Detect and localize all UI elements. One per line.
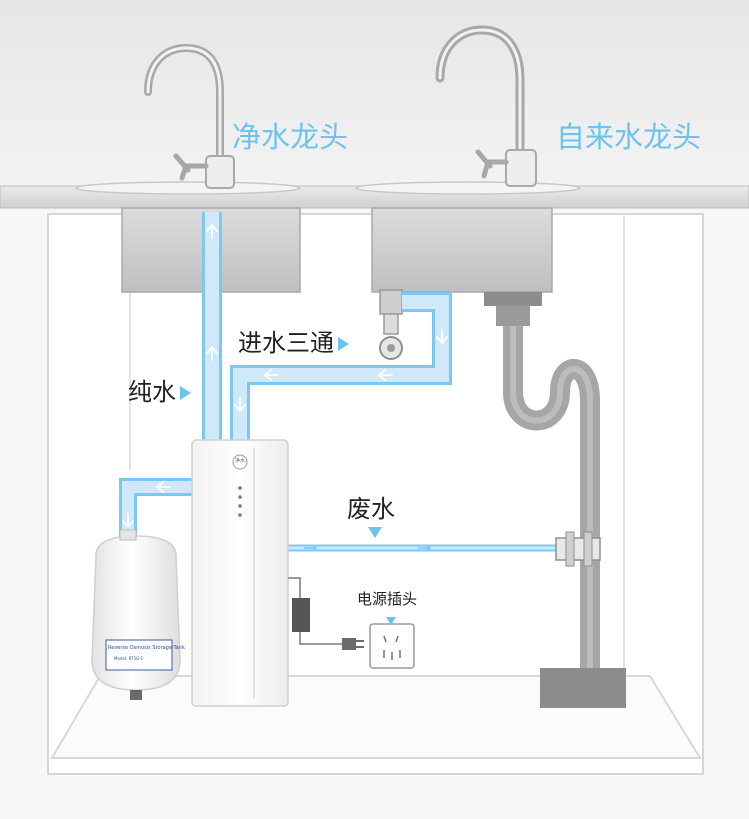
drain-saddle-clamp	[555, 531, 601, 567]
flow-arrows	[122, 223, 448, 529]
inlet-tee-label-wrap: 进水三通	[238, 323, 349, 358]
power-plug-label: 电源插头	[357, 590, 418, 608]
tap-water-faucet	[435, 25, 537, 187]
tank-label-line1: Reverse Osmosis Storage Tank	[108, 645, 185, 651]
pure-faucet-label: 净水龙头	[232, 120, 349, 154]
waste-arrows	[304, 544, 432, 552]
right-sink-basin	[371, 207, 553, 293]
inlet-tee-valve	[379, 289, 403, 360]
right-triangle-icon	[338, 337, 349, 351]
power-down-wrap	[386, 610, 396, 629]
wall-socket	[369, 623, 415, 669]
power-supply	[288, 577, 364, 650]
pressure-tank	[91, 529, 181, 700]
waste-water-label: 废水	[347, 495, 395, 523]
inlet-tee-label: 进水三通	[238, 329, 334, 357]
back-wall	[0, 0, 749, 186]
drain-pipe	[484, 292, 626, 708]
countertop	[0, 181, 749, 209]
waste-down-wrap	[368, 522, 382, 541]
tap-faucet-label: 自来水龙头	[556, 120, 702, 154]
water-purifier-unit	[191, 439, 289, 707]
down-triangle-icon	[386, 616, 396, 625]
pure-water-faucet	[144, 44, 235, 189]
tank-label-line2: Model: RT3G-1	[114, 656, 144, 661]
pure-water-label: 纯水	[128, 378, 176, 406]
right-triangle-icon	[180, 386, 191, 400]
purifier-badge: 净水	[234, 458, 245, 464]
pure-water-label-wrap: 纯水	[128, 372, 191, 407]
down-triangle-icon	[368, 527, 382, 538]
